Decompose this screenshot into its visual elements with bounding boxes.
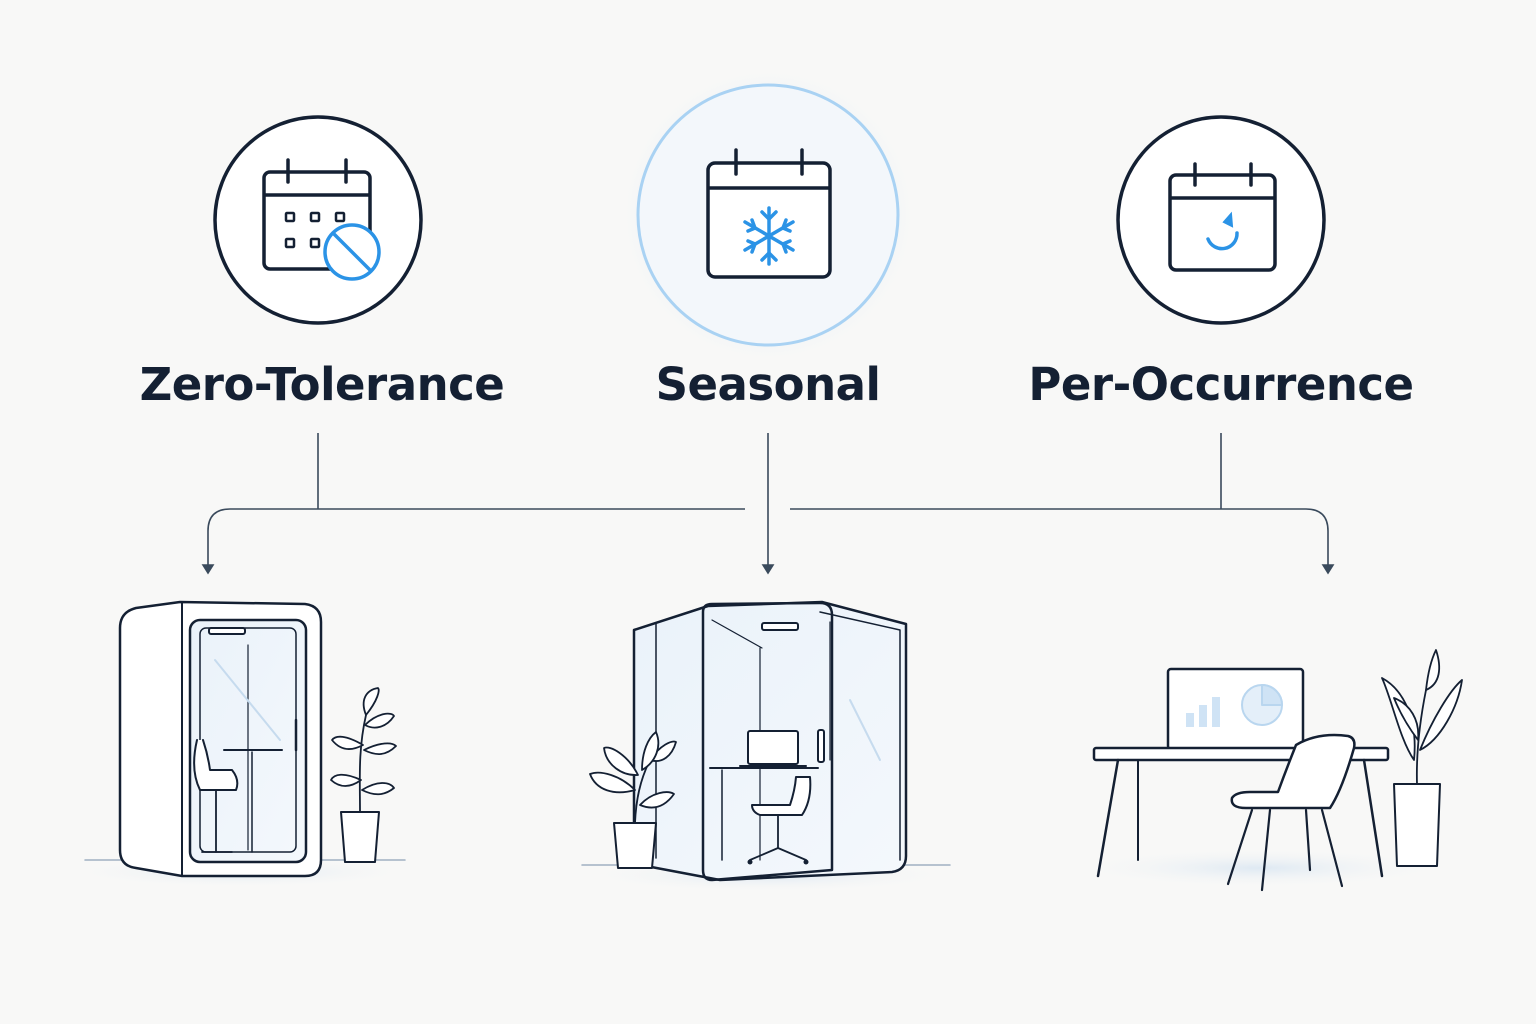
- zero-tolerance-badge: [213, 115, 423, 325]
- plant-icon: [589, 731, 677, 869]
- laptop-icon: [739, 730, 807, 767]
- meeting-pod-illustration: [578, 600, 958, 893]
- phone-booth-illustration: [65, 600, 415, 888]
- calendar-cancel-icon: [262, 158, 381, 281]
- connector-lines: [201, 433, 1335, 575]
- calendar-snowflake-icon: [706, 148, 832, 279]
- branch-right: [790, 508, 1329, 566]
- snowflake-icon: [743, 206, 795, 266]
- branch-left: [207, 508, 745, 566]
- monitor-icon: [1166, 667, 1305, 751]
- open-desk-illustration: [1070, 649, 1463, 892]
- chair-icon: [1226, 733, 1356, 892]
- plant-icon: [1381, 649, 1463, 867]
- policy-label-zero-tolerance: Zero-Tolerance: [139, 358, 505, 411]
- plant-icon: [330, 687, 397, 863]
- calendar-refresh-icon: [1168, 162, 1277, 272]
- policy-label-seasonal: Seasonal: [655, 358, 881, 411]
- policy-label-per-occurrence: Per-Occurrence: [1028, 358, 1414, 411]
- seasonal-badge: [620, 67, 916, 363]
- per-occurrence-badge: [1116, 115, 1326, 325]
